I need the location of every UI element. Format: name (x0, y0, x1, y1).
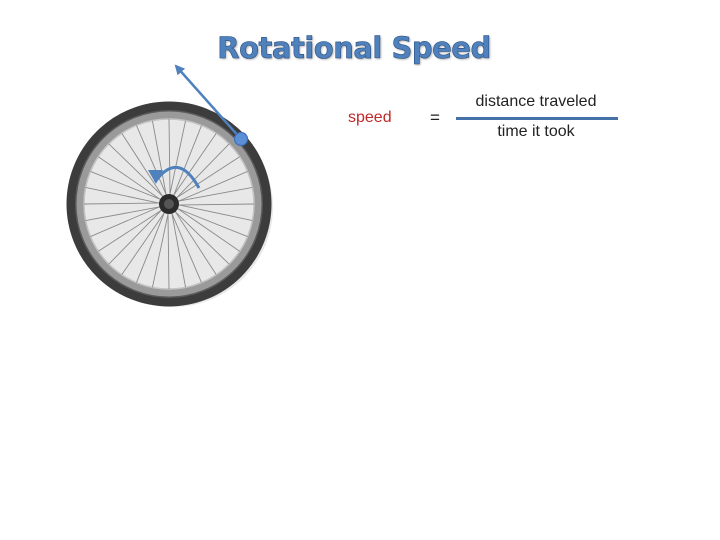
slide-title: Rotational Speed (0, 30, 708, 66)
equation-numerator: distance traveled (454, 92, 618, 112)
equation-denominator: time it took (456, 122, 616, 142)
equation-equals-sign: = (430, 108, 440, 128)
equation-speed-label: speed (348, 108, 392, 128)
fraction-bar (456, 117, 618, 120)
point-on-rim (235, 133, 248, 146)
hub-center (164, 199, 174, 209)
